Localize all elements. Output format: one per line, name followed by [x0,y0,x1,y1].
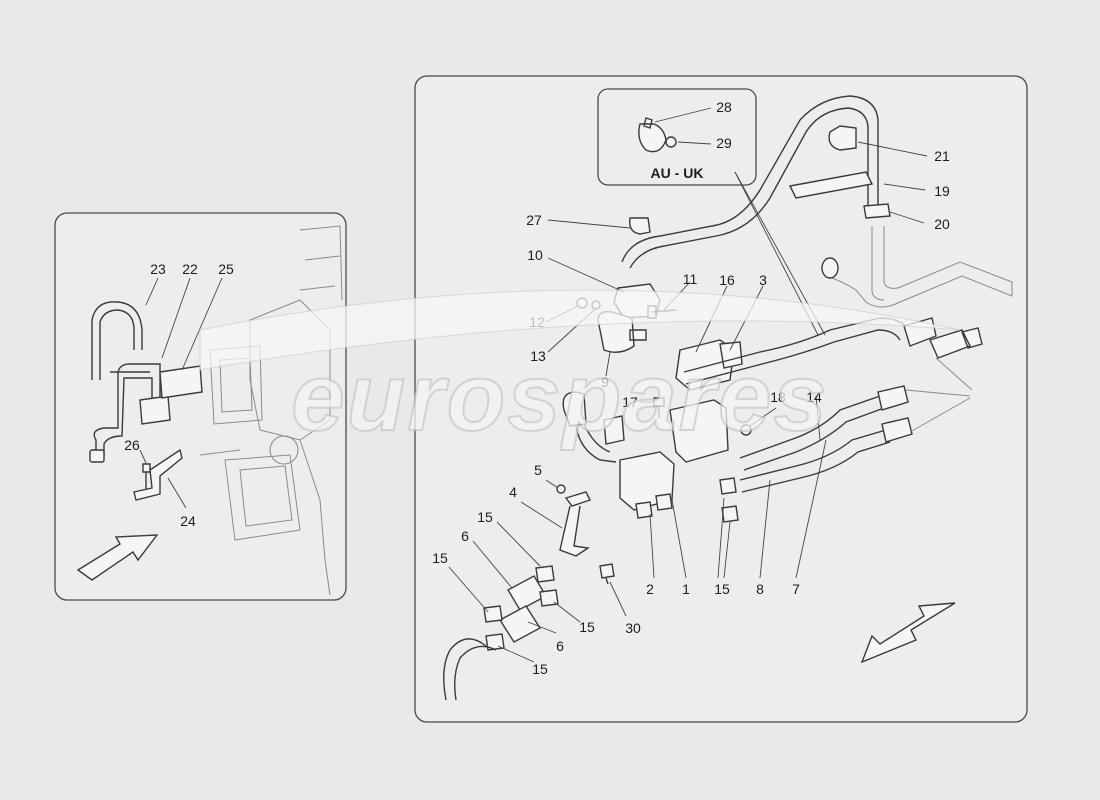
callout-8: 8 [756,581,764,597]
watermark-text: eurospares [291,344,829,451]
hose-connector-21 [828,125,857,151]
callout-14: 14 [806,389,822,405]
inset-region-label: AU - UK [651,165,704,181]
hose-23 [91,301,143,380]
callout-27: 27 [526,212,542,228]
callout-26: 26 [124,437,140,453]
watermark: eurospares [199,289,961,452]
callout-11: 11 [683,271,698,287]
hose-end-8 [881,417,913,443]
callout-21: 21 [934,148,950,164]
callout-2: 2 [646,581,654,597]
hose-8 [739,429,891,493]
callout-4: 4 [509,484,517,500]
hose-6-lower [499,605,541,643]
bracket-25 [139,395,171,425]
clamp-15-e [719,477,739,523]
direction-arrow-right-icon [860,602,956,664]
callout-1: 1 [682,581,690,597]
au-uk-inset [597,88,757,186]
callout-24: 24 [180,513,196,529]
callout-29: 29 [716,135,732,151]
clamp-15-a [535,565,555,583]
callout-15-c: 15 [579,619,595,635]
callout-10: 10 [527,247,543,263]
fitting-upper-right [929,327,983,359]
callout-3: 3 [759,272,767,288]
callout-28: 28 [716,99,732,115]
callout-22: 22 [182,261,198,277]
right-panel-frame [414,75,1028,723]
clamp-15-d [485,633,505,651]
callout-30: 30 [625,620,641,636]
clamp-20 [863,203,891,219]
screw-17 [653,397,665,418]
left-detail-panel: 23 22 25 26 24 [54,212,347,601]
hose-end-fitting [821,257,839,279]
mounting-bracket [669,399,729,463]
clamp-15-c [483,605,503,623]
pump-16 [675,339,735,391]
sensor-30 [599,563,615,585]
callout-7: 7 [792,581,800,597]
callout-9: 9 [601,374,609,390]
plug-18 [740,424,752,436]
left-panel-frame [54,212,347,601]
callout-5: 5 [534,462,542,478]
left-panel-background-assembly [199,225,343,596]
hose-upper [621,95,879,269]
callout-6-lower: 6 [556,638,564,654]
callout-15-a: 15 [477,509,493,525]
callout-20: 20 [934,216,950,232]
screw-26 [142,463,151,490]
callout-13: 13 [530,348,546,364]
callout-15-b: 15 [432,550,448,566]
callout-15-d: 15 [532,661,548,677]
clamp-27 [629,217,651,235]
hose-end-7 [877,385,909,411]
direction-arrow-left-icon [76,534,159,581]
pipes-22 [93,363,161,458]
hose-7 [739,395,885,471]
callout-25: 25 [218,261,234,277]
wiring-connector [562,391,587,427]
callout-16: 16 [719,272,735,288]
pipe-end-fitting [89,449,105,463]
bracket-plate [788,171,874,199]
callout-15-e: 15 [714,581,730,597]
bracket-4 [559,491,591,557]
clamp-15-b [539,589,559,607]
callout-23: 23 [150,261,166,277]
callout-18: 18 [770,389,786,405]
callout-6-upper: 6 [461,528,469,544]
plug-29 [665,136,677,148]
screw-5 [556,484,566,494]
callout-17: 17 [622,394,638,410]
right-main-panel: 28 29 AU - UK 21 19 20 27 10 11 [414,75,1028,723]
clamp-28 [638,117,667,153]
callout-19: 19 [934,183,950,199]
